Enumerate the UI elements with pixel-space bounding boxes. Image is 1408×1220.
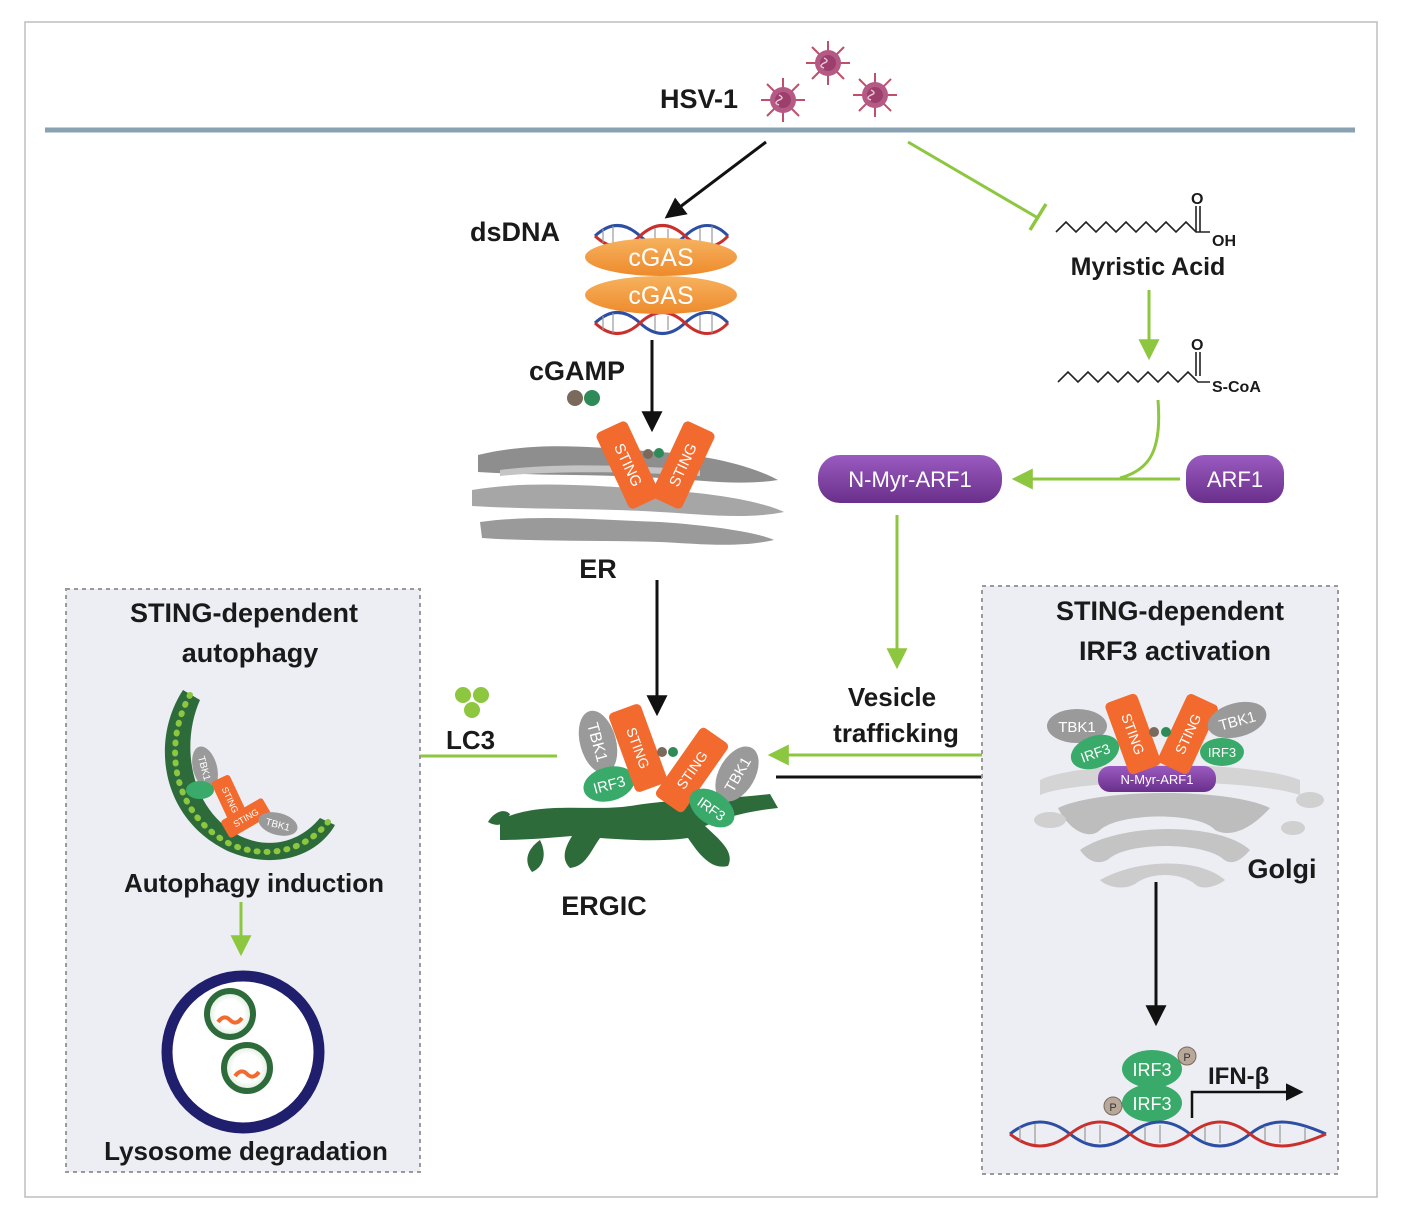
- sting-golgi-right: STING: [1158, 694, 1218, 774]
- myristic-acid-structure: [1055, 220, 1210, 234]
- er-label: ER: [579, 554, 617, 584]
- virion-icon: [806, 41, 850, 85]
- phagophore: [164, 690, 335, 861]
- lc3-label: LC3: [446, 725, 495, 755]
- tbk1-golgi-right: TBK1: [1207, 701, 1267, 739]
- cgas-label-bottom: cGAS: [628, 282, 693, 310]
- cgamp-bound-icon: [657, 747, 667, 757]
- lysosome-degradation-label: Lysosome degradation: [104, 1136, 388, 1166]
- cgamp-molecule-icon: [584, 390, 600, 406]
- irf3-panel-title-line2: IRF3 activation: [1079, 636, 1271, 666]
- irf3-dimer-bottom-label: IRF3: [1132, 1094, 1171, 1114]
- sting-ergic-left: STING: [609, 704, 667, 792]
- irf3-dimer-top-label: IRF3: [1132, 1060, 1171, 1080]
- irf3-autophagy: [186, 781, 214, 799]
- cgamp-bound-icon: [1161, 727, 1171, 737]
- dsdna-label: dsDNA: [470, 217, 560, 247]
- virion-icon: [853, 73, 897, 117]
- autophagy-induction-label: Autophagy induction: [124, 868, 384, 898]
- irf3-phospho-bottom: [1122, 1084, 1182, 1122]
- cgas-protein-top: [585, 238, 737, 276]
- tbk1-autophagy-right: TBK1: [258, 812, 298, 836]
- cgamp-molecule-icon: [567, 390, 583, 406]
- hsv1-virions: [761, 41, 897, 122]
- ifn-beta-label: IFN-β: [1208, 1063, 1269, 1090]
- phosphate-icon: [1177, 1046, 1197, 1066]
- cgas-label-top: cGAS: [628, 244, 693, 272]
- lysosome: [161, 970, 325, 1134]
- o-label: O: [1191, 337, 1203, 354]
- golgi-label: Golgi: [1248, 854, 1317, 884]
- lc3-molecule-icon: [455, 687, 471, 703]
- n-myr-arf1-golgi-label: N-Myr-ARF1: [1121, 772, 1194, 787]
- n-myr-arf1-pill: [818, 455, 1002, 503]
- tbk1-golgi-left: TBK1: [1047, 709, 1107, 743]
- cgamp-bound-icon: [654, 448, 664, 458]
- irf3-phospho-top: [1122, 1050, 1182, 1088]
- cgamp-bound-icon: [1149, 727, 1159, 737]
- cgamp-label: cGAMP: [529, 356, 625, 386]
- autophagy-title-line1: STING-dependent: [130, 598, 358, 628]
- genomic-dna-helix: [1009, 1120, 1327, 1148]
- virion-icon: [761, 78, 805, 122]
- transcription-arrow: [1190, 1083, 1304, 1118]
- autophagy-title-line2: autophagy: [182, 638, 319, 668]
- myristoyl-coa-structure: [1057, 370, 1210, 384]
- vesicle-label-line2: trafficking: [833, 718, 959, 748]
- arf1-pill: [1186, 455, 1284, 503]
- inhibition-line: [907, 140, 1039, 220]
- myristic-acid-label: Myristic Acid: [1071, 253, 1226, 281]
- inhibition-bar: [1028, 203, 1048, 231]
- ergic-label: ERGIC: [561, 891, 647, 921]
- tbk1-autophagy: TBK1: [192, 746, 218, 790]
- sting-er-left: STING: [596, 421, 660, 509]
- svg-text:TBK1: TBK1: [1058, 719, 1096, 736]
- phosphate-label: P: [1183, 1052, 1190, 1064]
- phosphate-icon: [1103, 1096, 1123, 1116]
- sting-golgi-left: STING: [1105, 693, 1161, 775]
- arrow-virus-to-dsdna: [664, 140, 767, 219]
- scoa-label: S-CoA: [1212, 379, 1261, 396]
- tbk1-ergic-left: TBK1: [578, 710, 618, 774]
- arf1-label: ARF1: [1207, 467, 1263, 492]
- oh-label: OH: [1212, 233, 1236, 250]
- irf3-golgi-right: IRF3: [1200, 738, 1244, 766]
- o-label: O: [1191, 191, 1203, 208]
- irf3-golgi-left: IRF3: [1070, 734, 1120, 770]
- cgamp-bound-icon: [643, 449, 653, 459]
- lc3-molecule-icon: [473, 687, 489, 703]
- vesicle-label-line1: Vesicle: [848, 682, 936, 712]
- irf3-ergic-left: IRF3: [583, 766, 635, 802]
- hsv1-label: HSV-1: [660, 84, 738, 114]
- cgamp-bound-icon: [668, 747, 678, 757]
- cgas-protein-bottom: [585, 276, 737, 314]
- sting-autophagy-right: STING: [221, 798, 271, 838]
- svg-text:IRF3: IRF3: [1208, 745, 1236, 760]
- irf3-panel-title-line1: STING-dependent: [1056, 596, 1284, 626]
- coa-transfer-curve: [1119, 399, 1161, 480]
- lc3-molecule-icon: [464, 702, 480, 718]
- n-myr-arf1-label: N-Myr-ARF1: [848, 467, 971, 492]
- phosphate-label: P: [1109, 1102, 1116, 1114]
